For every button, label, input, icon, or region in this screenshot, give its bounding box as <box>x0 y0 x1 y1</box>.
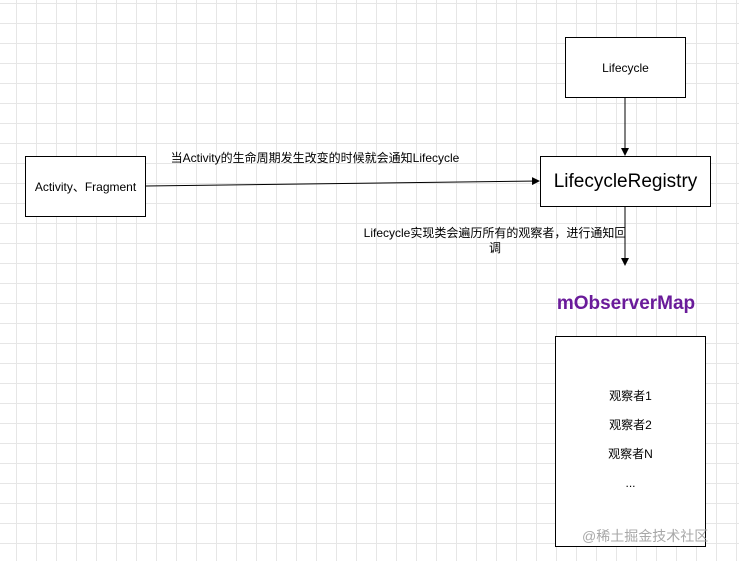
lifecycle-registry-node-label: LifecycleRegistry <box>553 170 698 192</box>
observer-map-title: mObserverMap <box>556 293 696 314</box>
edge-label-traverse: Lifecycle实现类会遍历所有的观察者，进行通知回调 <box>363 226 627 255</box>
activity-fragment-node-label: Activity、Fragment <box>34 180 137 194</box>
observer-item: 观察者2 <box>609 418 652 432</box>
activity-fragment-node: Activity、Fragment <box>25 156 146 217</box>
watermark: @稀土掘金技术社区 <box>582 528 709 544</box>
observer-ellipsis: ... <box>625 476 636 490</box>
observer-map-node: 观察者1 观察者2 观察者N ... <box>555 336 706 547</box>
lifecycle-node: Lifecycle <box>565 37 686 98</box>
edge-label-notify: 当Activity的生命周期发生改变的时候就会通知Lifecycle <box>170 151 460 165</box>
lifecycle-registry-node: LifecycleRegistry <box>540 156 711 207</box>
observer-item: 观察者N <box>608 447 653 461</box>
arrow-activity-to-registry <box>145 177 540 187</box>
observer-item: 观察者1 <box>609 389 652 403</box>
lifecycle-node-label: Lifecycle <box>602 60 649 75</box>
